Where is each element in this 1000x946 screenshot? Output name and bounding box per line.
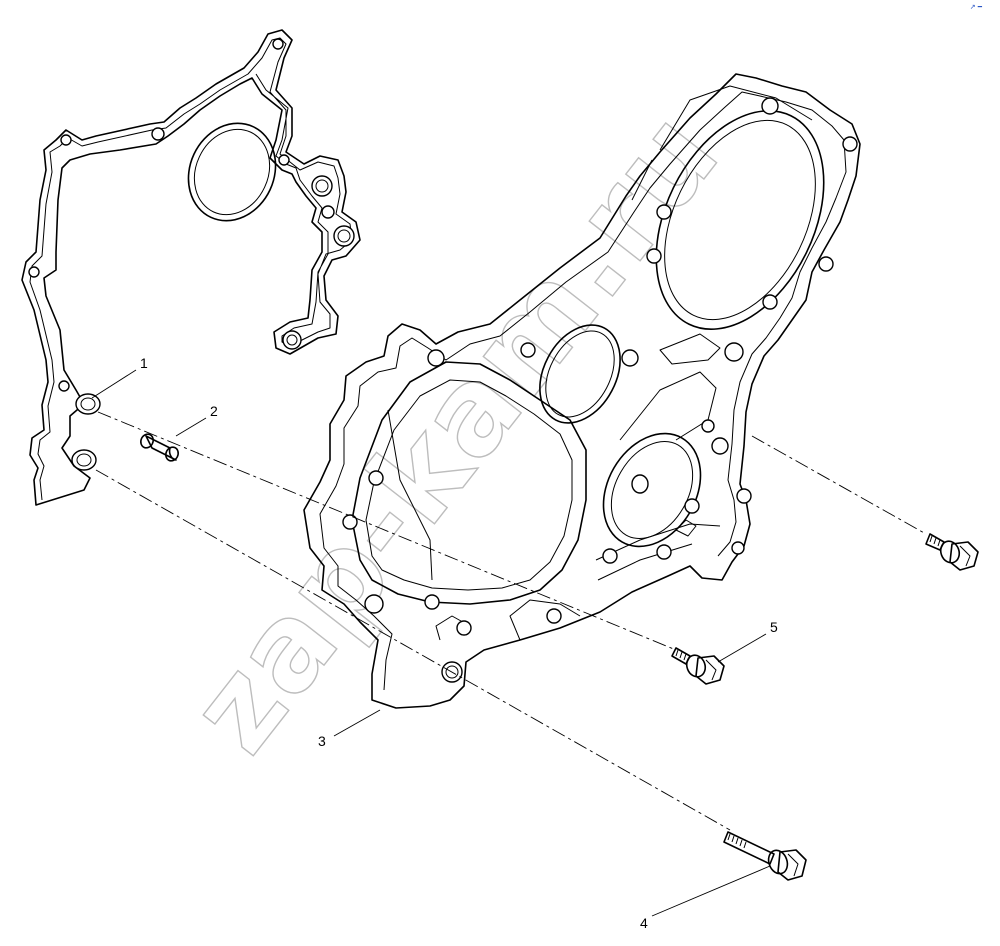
callout-4: 4 — [640, 865, 771, 931]
callout-label-3: 3 — [318, 733, 326, 749]
gasket-icon — [21, 29, 361, 506]
callout-3: 3 — [318, 709, 381, 749]
dowel-pin-icon — [140, 433, 179, 462]
cover-housing-icon — [303, 73, 861, 709]
short-flange-bolt-icon — [671, 647, 725, 685]
corner-mark: ↗ ━ — [969, 3, 982, 11]
callout-label-2: 2 — [210, 403, 218, 419]
callout-5: 5 — [717, 619, 778, 663]
callout-label-1: 1 — [140, 355, 148, 371]
callout-label-4: 4 — [640, 915, 648, 931]
callout-label-5: 5 — [770, 619, 778, 635]
long-flange-bolt-icon — [723, 831, 807, 881]
callout-2: 2 — [175, 403, 218, 437]
assembly-lines — [95, 411, 927, 831]
callout-1: 1 — [91, 355, 148, 399]
short-flange-bolt-upper-icon — [925, 533, 979, 571]
